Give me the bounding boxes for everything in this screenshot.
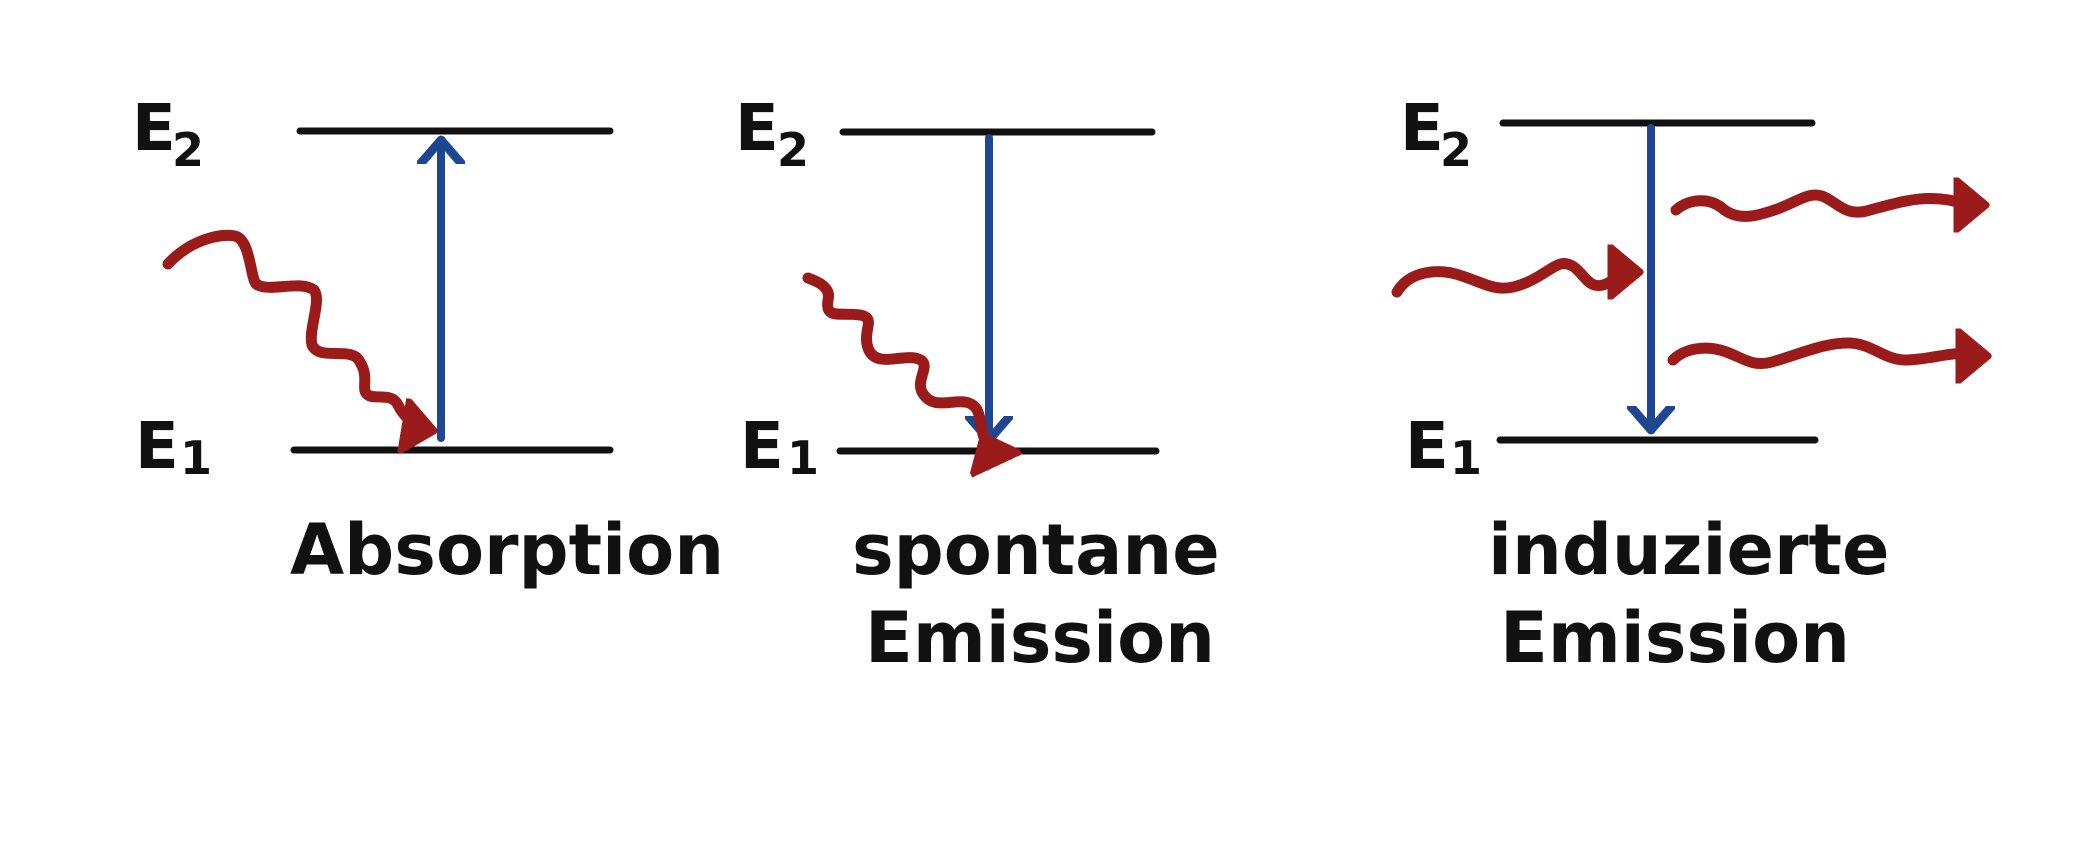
upper-level-subscript: 2 — [172, 123, 204, 177]
caption-line-2: Emission — [1500, 597, 1850, 679]
upper-level-label: E — [735, 92, 779, 166]
incoming-photon-wave — [162, 229, 430, 430]
panel-spontane-emission: E 2 E 1 spontane Emission — [735, 92, 1220, 679]
lower-level-label: E — [135, 410, 179, 484]
panel-induzierte-emission: E 2 E 1 induzierte Emission — [1391, 92, 1984, 679]
lower-level-subscript: 1 — [180, 431, 212, 485]
upper-level-label: E — [132, 92, 176, 166]
lower-level-subscript: 1 — [1450, 431, 1482, 485]
emitted-photon-wave — [802, 272, 985, 440]
upper-level-subscript: 2 — [1440, 123, 1472, 177]
caption-line-2: Emission — [865, 597, 1215, 679]
incoming-photon-wave — [1391, 264, 1636, 292]
stimulated-photon-wave-lower — [1667, 343, 1984, 364]
lower-level-subscript: 1 — [787, 431, 819, 485]
lower-level-label: E — [740, 410, 784, 484]
panel-absorption: E 2 E 1 Absorption — [132, 92, 724, 591]
upper-level-subscript: 2 — [777, 123, 809, 177]
upper-level-label: E — [1400, 92, 1444, 166]
stimulated-photon-wave-upper — [1670, 195, 1982, 216]
lower-level-label: E — [1405, 410, 1449, 484]
caption-line-1: spontane — [852, 509, 1220, 591]
caption-line-1: Absorption — [290, 509, 724, 591]
caption-line-1: induzierte — [1488, 509, 1889, 591]
